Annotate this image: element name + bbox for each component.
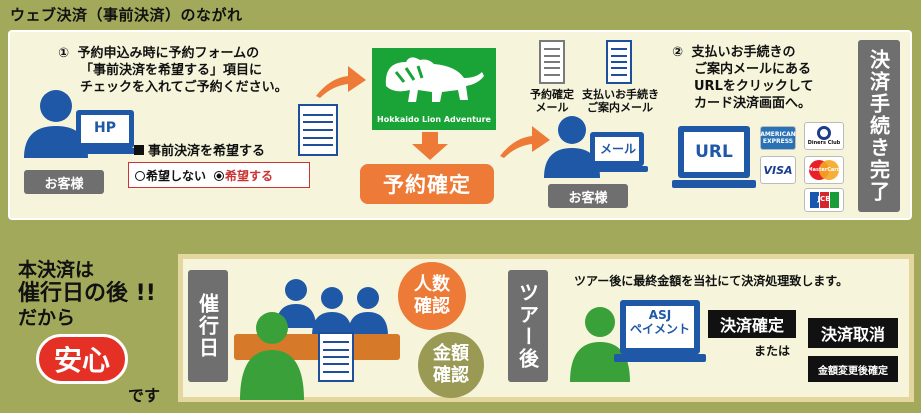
diners-logo-icon — [817, 126, 831, 140]
mastercard-label: MasterCard — [807, 167, 841, 173]
form-heading: 事前決済を希望する — [148, 144, 266, 159]
confirmation-mail-icon — [539, 40, 565, 84]
step2-text: ② 支払いお手続きの ご案内メールにある URLをクリックして カード決済画面へ… — [672, 44, 813, 112]
brand-logo: Hokkaido Lion Adventure — [372, 48, 496, 130]
settlement-confirm-box: 決済確定 — [708, 310, 796, 338]
payment-guide-mail-label: 支払いお手続きご案内メール — [582, 88, 659, 114]
radio-selected-icon — [214, 170, 225, 181]
url-label: URL — [695, 142, 733, 162]
laptop-hp-label: HP — [94, 120, 116, 136]
square-bullet-icon — [134, 145, 144, 155]
step2-line-2: ご案内メールにある — [694, 62, 812, 77]
arrow-down-icon — [412, 132, 448, 160]
amex-card-icon: AMERICAN EXPRESS — [760, 126, 796, 150]
participant-list-icon — [318, 332, 354, 382]
radio-yes-label: 希望する — [225, 168, 274, 183]
confirmation-mail-label-1: 予約確定 — [530, 88, 574, 101]
amount-change-confirm-box: 金額変更後確定 — [808, 356, 898, 382]
payment-guide-mail-label-1: 支払いお手続き — [582, 88, 659, 101]
left-note: 本決済は 催行日の後 !! だから — [18, 258, 156, 330]
jcb-label: JCB — [817, 195, 831, 203]
confirmation-mail-label-2: メール — [535, 101, 569, 114]
mastercard-logo-icon — [809, 160, 839, 180]
or-text: または — [754, 344, 791, 358]
step1-line-3: チェックを入れてご予約ください。 — [80, 80, 288, 95]
jcb-card-icon: JCB — [804, 188, 844, 212]
jcb-logo — [809, 192, 839, 208]
step2-line-1: 支払いお手続きの — [691, 45, 796, 60]
headcount-check-bubble: 人数 確認 — [398, 262, 466, 330]
step1-text: ① 予約申込み時に予約フォームの 「事前決済を希望する」項目に チェックを入れて… — [58, 45, 288, 96]
arrow-right-icon — [500, 126, 550, 158]
mastercard-card-icon: MasterCard — [804, 156, 844, 184]
payment-guide-mail-label-2: ご案内メール — [587, 101, 653, 114]
radio-empty-icon — [135, 170, 145, 181]
brand-name: Hokkaido Lion Adventure — [377, 115, 491, 124]
left-note-line-4: です — [128, 386, 161, 405]
amount-check-bubble: 金額 確認 — [418, 332, 484, 398]
form-heading-row: 事前決済を希望する — [134, 140, 265, 160]
after-tour-text: ツアー後に最終金額を当社にて決済処理致します。 — [574, 274, 849, 288]
payment-option-radio-group[interactable]: 希望しない 希望する — [128, 162, 310, 188]
payment-guide-mail-icon — [606, 40, 632, 84]
page-title: ウェブ決済（事前決済）のながれ — [10, 6, 243, 24]
step2-line-3: URLをクリックして — [694, 79, 814, 94]
step2-line-4: カード決済画面へ。 — [694, 96, 812, 111]
asj-label-1: ASJ — [648, 308, 672, 322]
left-note-line-1: 本決済は — [18, 259, 95, 281]
step1-line-2: 「事前決済を希望する」項目に — [80, 63, 263, 78]
customer-label-1: お客様 — [24, 170, 104, 194]
diners-card-icon: Diners Club — [804, 122, 844, 150]
diners-card-label: Diners Club — [807, 140, 841, 146]
payment-complete-label: 決済手続き完了 — [858, 40, 900, 212]
arrow-right-icon — [316, 66, 366, 98]
asj-payment-laptop-icon — [570, 300, 706, 382]
customer-person-icon — [24, 90, 138, 158]
step1-number: ① — [58, 46, 70, 61]
radio-no-option[interactable]: 希望しない — [135, 167, 206, 184]
left-note-line-2: 催行日の後 !! — [18, 281, 156, 306]
after-tour-label: ツアー後 — [508, 270, 548, 382]
laptop-mail-label: メール — [599, 142, 636, 156]
url-laptop-icon — [672, 126, 756, 188]
asj-label-2: ペイメント — [629, 322, 690, 336]
radio-no-label: 希望しない — [146, 168, 207, 183]
tour-day-label: 催行日 — [188, 270, 228, 382]
step1-line-1: 予約申込み時に予約フォームの — [77, 46, 260, 61]
tour-group-icon — [234, 279, 400, 400]
visa-card-icon: VISA — [760, 156, 796, 184]
step2-number: ② — [672, 45, 684, 60]
settlement-cancel-box: 決済取消 — [808, 318, 898, 348]
radio-yes-option[interactable]: 希望する — [214, 167, 273, 184]
lion-logo-icon — [385, 57, 484, 102]
reservation-form-icon — [298, 104, 338, 156]
left-note-line-3: だから — [18, 307, 76, 329]
confirmation-mail-label: 予約確定メール — [520, 88, 584, 114]
reservation-confirmed-banner: 予約確定 — [360, 164, 494, 204]
customer-label-2: お客様 — [548, 184, 628, 208]
customer-person-icon — [544, 116, 648, 178]
peace-of-mind-badge: 安心 — [36, 334, 128, 384]
